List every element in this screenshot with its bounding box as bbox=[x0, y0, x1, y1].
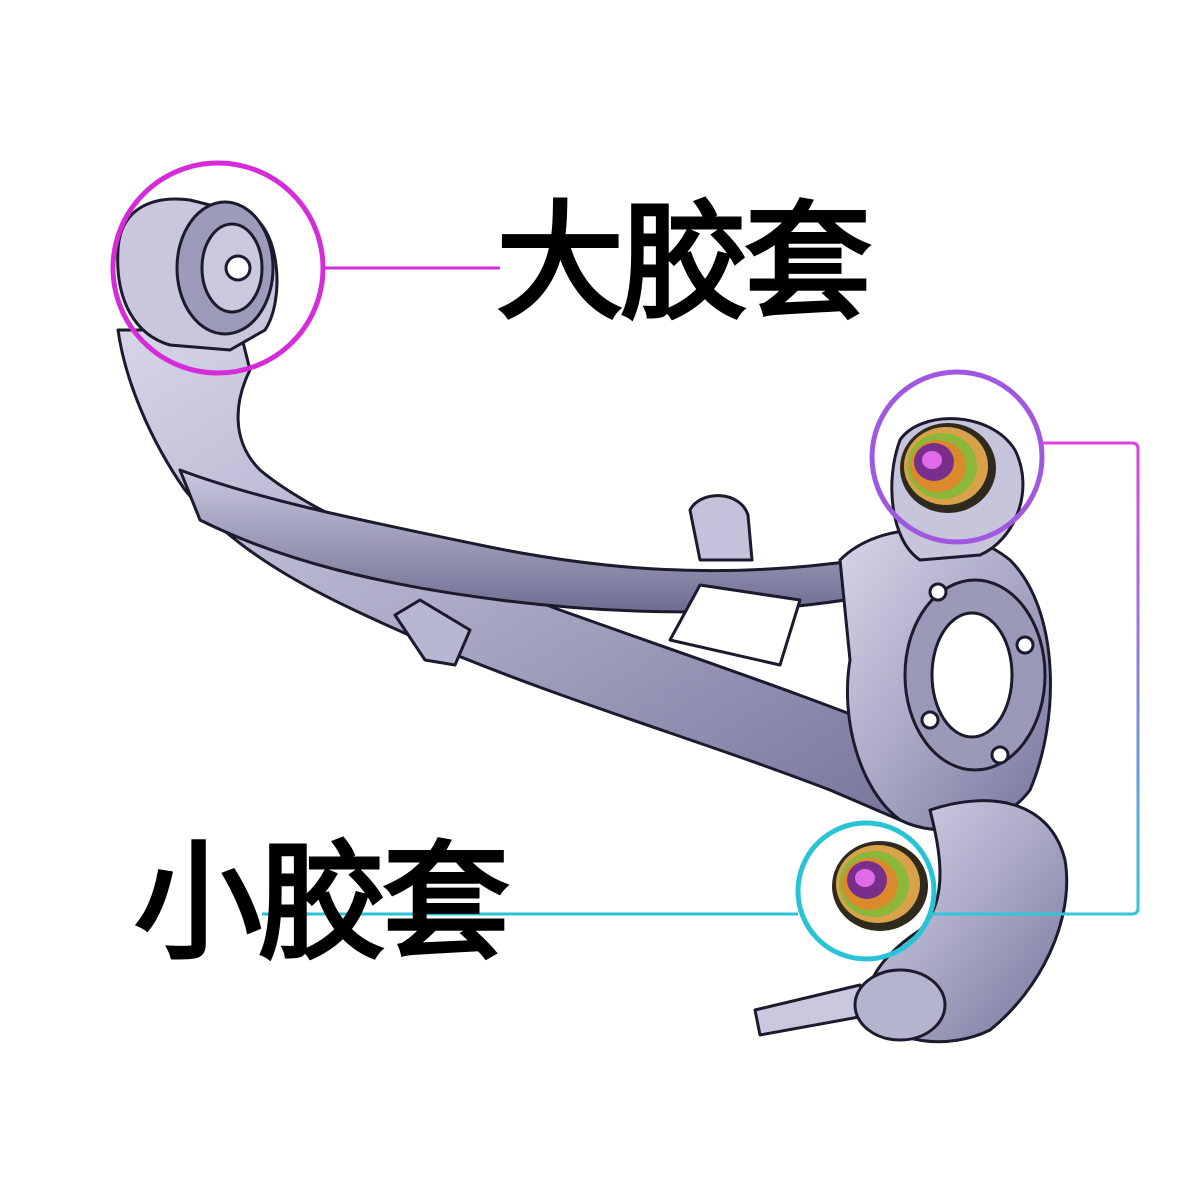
upper-right-callout-circle bbox=[869, 369, 1045, 545]
large-bushing-bore bbox=[224, 254, 252, 282]
small-bushing-callout-circle bbox=[795, 820, 937, 962]
ball-joint-stud bbox=[753, 983, 872, 1037]
bolt-hole-2 bbox=[1015, 635, 1035, 655]
bolt-hole-3 bbox=[990, 745, 1010, 765]
connector-bracket bbox=[932, 441, 1140, 916]
large-bushing-label: 大胶套 bbox=[496, 189, 872, 338]
bolt-hole-1 bbox=[928, 582, 948, 602]
upper-right-bushing-icon bbox=[900, 423, 996, 513]
small-bushing-icon bbox=[832, 841, 928, 931]
bolt-hole-4 bbox=[920, 710, 940, 730]
large-bushing-icon bbox=[116, 197, 279, 352]
arm-cutout bbox=[668, 583, 802, 667]
callouts bbox=[110, 160, 1140, 962]
small-bushing-label: 小胶套 bbox=[134, 829, 510, 978]
hub-bore bbox=[930, 611, 1014, 739]
arm-tab bbox=[393, 598, 472, 667]
arm-ear bbox=[688, 494, 754, 562]
ball-joint-head bbox=[853, 968, 947, 1042]
